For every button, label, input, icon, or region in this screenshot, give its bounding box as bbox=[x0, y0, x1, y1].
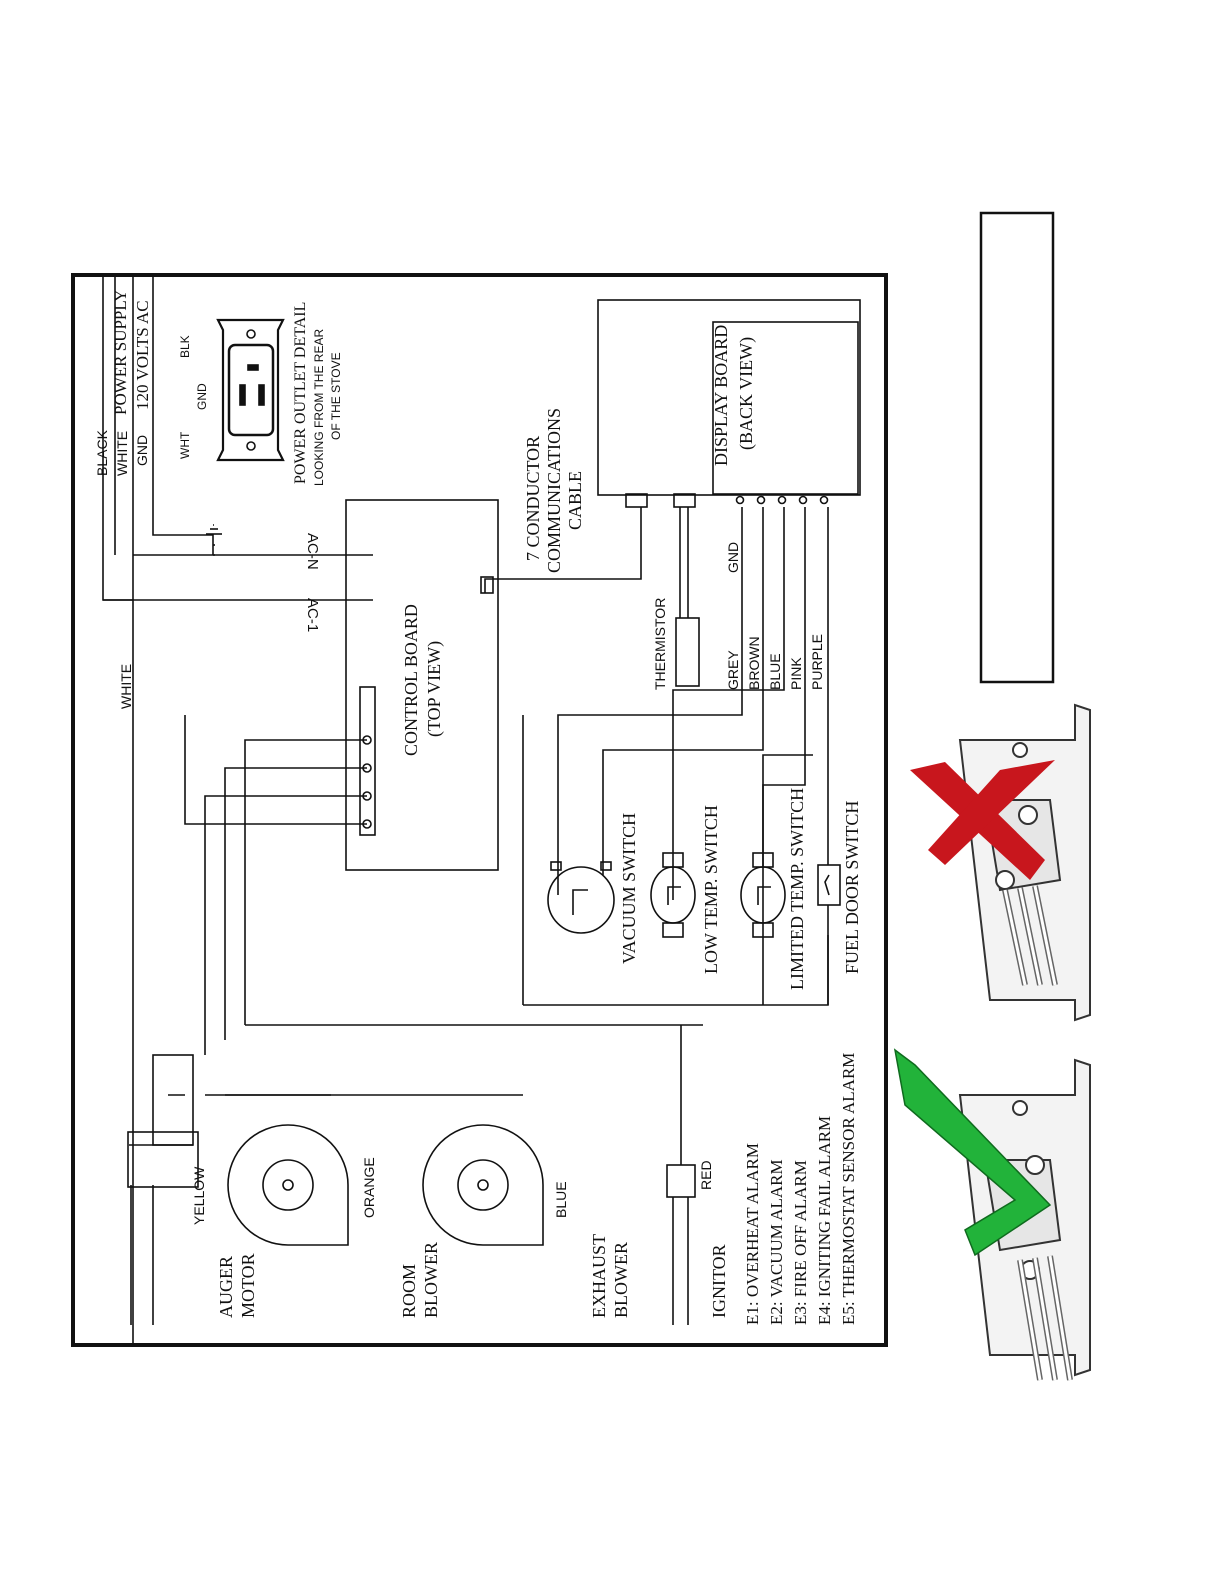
board-labels: AC-N AC-1 CONTROL BOARD (TOP VIEW) DISPL… bbox=[304, 325, 757, 756]
exhaust-blower-line2: BLOWER bbox=[611, 1242, 631, 1318]
thermistor bbox=[675, 617, 700, 687]
outlet-title: POWER OUTLET DETAIL bbox=[292, 302, 309, 484]
terminal-ac-1: AC-1 bbox=[304, 598, 321, 632]
diagram-rotated-group bbox=[71, 273, 888, 1347]
alarm-e3: E3: FIRE OFF ALARM bbox=[791, 1160, 810, 1325]
limited-temp-link bbox=[762, 754, 813, 1005]
control-board-title: CONTROL BOARD bbox=[401, 604, 421, 756]
display-board bbox=[597, 299, 861, 496]
cable-line3: CABLE bbox=[565, 471, 585, 530]
blue-wire-path bbox=[224, 767, 367, 1040]
auger-line2: MOTOR bbox=[238, 1253, 258, 1318]
vacuum-switch-label: VACUUM SWITCH bbox=[619, 813, 639, 964]
cable-line2: COMMUNICATIONS bbox=[544, 408, 564, 573]
display-connector-a bbox=[625, 493, 648, 508]
display-terminals bbox=[735, 495, 829, 505]
right-mark-icon bbox=[893, 1048, 1052, 1257]
alarm-legend: E1: OVERHEAT ALARM E2: VACUUM ALARM E3: … bbox=[743, 1053, 858, 1325]
board-comm-connector bbox=[480, 576, 494, 594]
power-labels: BLACK WHITE GND POWER SUPPLY 120 VOLTS A… bbox=[94, 290, 343, 486]
room-blower bbox=[227, 1124, 349, 1246]
cable-line1: 7 CONDUCTOR bbox=[523, 436, 543, 561]
blank-note-box bbox=[979, 211, 1055, 684]
load-terminals bbox=[362, 735, 372, 829]
gnd-wire bbox=[152, 275, 214, 555]
exhaust-blower-line1: EXHAUST bbox=[589, 1234, 609, 1318]
ignitor-label: IGNITOR bbox=[709, 1244, 729, 1318]
power-outlet bbox=[216, 318, 285, 462]
alarm-e1: E1: OVERHEAT ALARM bbox=[743, 1143, 762, 1325]
wire-label-white: WHITE bbox=[114, 431, 130, 476]
control-board-subtitle: (TOP VIEW) bbox=[424, 641, 445, 737]
wrong-mark-icon bbox=[910, 760, 1055, 880]
auger-line1: AUGER bbox=[216, 1256, 236, 1318]
control-board bbox=[345, 499, 499, 871]
exhaust-blower bbox=[422, 1124, 544, 1246]
yellow-wire-label: YELLOW bbox=[191, 1166, 207, 1225]
display-board-title: DISPLAY BOARD bbox=[711, 325, 731, 466]
load-labels: WHITE YELLOW ORANGE BLUE RED AUGER MOTOR… bbox=[118, 664, 729, 1318]
red-wire-label: RED bbox=[698, 1160, 714, 1190]
comm-cable-wire bbox=[484, 507, 642, 593]
display-connector-strip bbox=[712, 321, 859, 495]
display-board-subtitle: (BACK VIEW) bbox=[736, 337, 757, 450]
display-connector-b bbox=[673, 493, 696, 508]
fuel-door-switch-label: FUEL DOOR SWITCH bbox=[842, 801, 862, 974]
blue-wire-label: BLUE bbox=[553, 1181, 569, 1218]
outlet-sub2: OF THE STOVE bbox=[329, 352, 343, 440]
alarm-e4: E4: IGNITING FAIL ALARM bbox=[815, 1116, 834, 1325]
room-blower-line1: ROOM bbox=[399, 1264, 419, 1318]
orange-wire-label: ORANGE bbox=[361, 1157, 377, 1218]
ignitor-body bbox=[666, 1164, 696, 1198]
switch-return-wire bbox=[523, 935, 829, 1006]
sensor-labels: THERMISTOR GND GREY BROWN BLUE PINK PURP… bbox=[619, 542, 862, 990]
sensor-wire-gnd: GND bbox=[725, 542, 741, 573]
outlet-pin-wht: WHT bbox=[178, 431, 192, 459]
outlet-pin-gnd: GND bbox=[195, 383, 209, 410]
auger-motor-flange bbox=[127, 1131, 199, 1188]
sensor-wire-grey: GREY bbox=[725, 650, 741, 690]
outlet-pin-blk: BLK bbox=[178, 335, 192, 358]
ground-symbol bbox=[206, 524, 222, 556]
load-terminal-block bbox=[359, 686, 376, 836]
alarm-e5: E5: THERMOSTAT SENSOR ALARM bbox=[839, 1053, 858, 1325]
supply-line1: POWER SUPPLY bbox=[111, 290, 130, 415]
alarm-e2: E2: VACUUM ALARM bbox=[767, 1159, 786, 1325]
fuel-door-switch bbox=[817, 864, 841, 906]
limited-temp-switch-wire bbox=[762, 507, 806, 867]
white-wire-label: WHITE bbox=[118, 664, 134, 709]
sensor-wire-pink: PINK bbox=[788, 657, 804, 690]
sensor-wire-brown: BROWN bbox=[746, 636, 762, 690]
wire-label-black: BLACK bbox=[94, 429, 110, 476]
supply-line2: 120 VOLTS AC bbox=[133, 300, 152, 410]
sensor-wire-blue: BLUE bbox=[767, 653, 783, 690]
vacuum-switch-wire bbox=[557, 507, 743, 895]
wire-label-gnd: GND bbox=[134, 435, 150, 466]
vacuum-switch bbox=[547, 866, 615, 934]
thermistor-label: THERMISTOR bbox=[652, 598, 668, 690]
room-blower-line2: BLOWER bbox=[421, 1242, 441, 1318]
low-temp-switch-wire bbox=[672, 507, 785, 900]
diagram-frame bbox=[71, 273, 888, 1347]
yellow-wire-path bbox=[184, 715, 367, 825]
red-wire-path bbox=[244, 739, 367, 1025]
vacuum-switch-wire-2 bbox=[602, 507, 764, 875]
sensor-wire-purple: PURPLE bbox=[809, 634, 825, 690]
limited-temp-switch-label: LIMITED TEMP. SWITCH bbox=[787, 788, 807, 990]
outlet-sub1: LOOKING FROM THE REAR bbox=[312, 329, 326, 486]
low-temp-switch-label: LOW TEMP. SWITCH bbox=[701, 805, 721, 974]
terminal-ac-n: AC-N bbox=[304, 533, 321, 570]
orange-wire-path bbox=[204, 795, 367, 1055]
